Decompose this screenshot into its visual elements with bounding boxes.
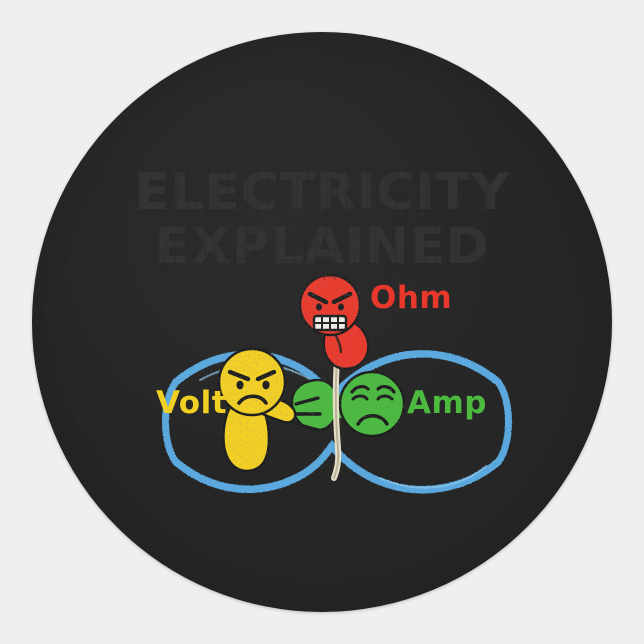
wire-highlight-lower (379, 465, 487, 489)
volt-eye-right (262, 380, 270, 390)
wire-lower (172, 439, 502, 494)
ohm-mouth-gritted (312, 314, 348, 332)
volt-eye-left (236, 380, 244, 390)
character-ohm (298, 273, 370, 371)
round-sticker (32, 32, 612, 612)
ohm-eyebrow-right (331, 291, 353, 305)
volt-body (222, 402, 271, 473)
wire-left-cap (162, 378, 180, 466)
character-volt (217, 347, 322, 473)
amp-head (338, 370, 406, 438)
volt-eyebrow-right (255, 369, 277, 382)
electricity-illustration (162, 273, 512, 494)
ohm-eyebrow-left (307, 291, 329, 305)
character-amp (290, 370, 406, 438)
amp-mouth (356, 414, 389, 426)
volt-mouth (237, 394, 268, 405)
volt-motion-lines (294, 396, 322, 432)
volt-head (217, 347, 287, 417)
amp-eyebrow-right (376, 385, 396, 394)
ohm-eye-right (338, 303, 344, 311)
amp-eye-left (351, 394, 369, 401)
amp-eyebrow-left (350, 385, 370, 394)
volt-eyebrow-left (227, 369, 251, 382)
ohm-eye-left (316, 303, 322, 311)
wire-right-cap (494, 378, 512, 466)
amp-eye-right (376, 394, 394, 401)
